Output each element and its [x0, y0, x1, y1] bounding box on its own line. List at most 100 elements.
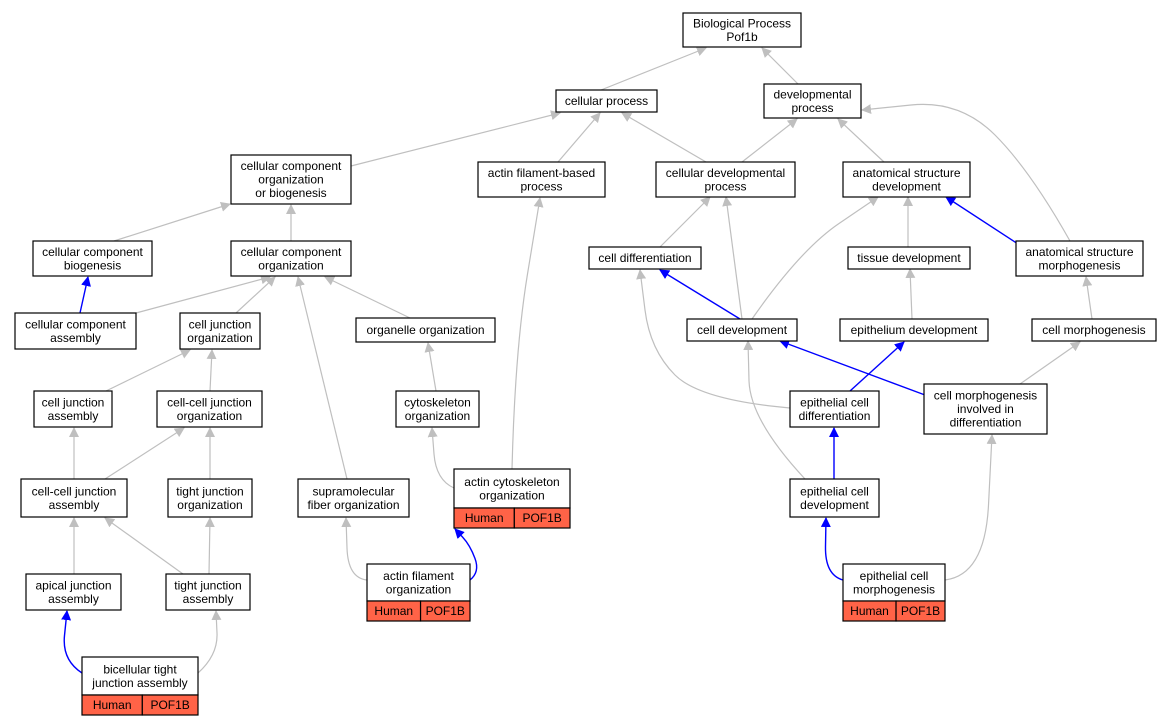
edge-ed-to-td: [905, 268, 916, 320]
annotation-gene-label: POF1B: [522, 511, 561, 525]
node-label-line: developmental: [773, 87, 851, 101]
node-box: [655, 161, 796, 198]
node-celldev[interactable]: cell development: [686, 318, 798, 342]
node-cm[interactable]: cell morphogenesis: [1031, 318, 1157, 342]
node-box: [297, 478, 410, 518]
node-label-line: cell morphogenesis: [934, 389, 1037, 403]
node-label-line: organization: [187, 331, 252, 345]
annotation-species-label: Human: [465, 511, 504, 525]
node-label-line: actin cytoskeleton: [464, 475, 559, 489]
edge-cdp-to-devp: [741, 118, 798, 163]
node-label-line: biogenesis: [64, 258, 121, 272]
node-ed[interactable]: epithelium development: [839, 318, 989, 342]
node-label-line: organization: [258, 258, 323, 272]
edge-asd-to-devp: [837, 118, 885, 163]
edge-btja-to-aja: [61, 610, 83, 674]
node-label-line: cellular component: [42, 245, 143, 259]
node-oo[interactable]: organelle organization: [355, 317, 496, 343]
edge-ecd-to-ed: [849, 341, 905, 392]
edge-aco-to-co: [427, 427, 455, 489]
node-box: [20, 478, 128, 518]
node-label-line: development: [872, 179, 941, 193]
node-label-line: fiber organization: [307, 498, 399, 512]
node-label-line: cell-cell junction: [32, 484, 117, 498]
annotation-species-label: Human: [850, 604, 889, 618]
node-label-line: epithelium development: [851, 323, 978, 337]
node-label-line: cellular component: [241, 245, 342, 259]
node-label-line: differentiation: [799, 409, 871, 423]
node-celldiff[interactable]: cell differentiation: [588, 246, 702, 270]
annotation-gene-label: POF1B: [426, 604, 465, 618]
edge-celldev-to-asd: [751, 196, 879, 320]
annotation-species-label: Human: [93, 698, 132, 712]
node-label-line: epithelial cell: [800, 484, 869, 498]
node-label-line: epithelial cell: [860, 569, 929, 583]
node-label-line: tight junction: [174, 578, 241, 592]
node-label-line: cell junction: [42, 395, 105, 409]
node-box: [682, 12, 802, 48]
edge-oo-to-cco: [324, 276, 411, 319]
edge-afo-to-sfo: [341, 517, 368, 581]
edge-btja-to-tja: [197, 610, 222, 674]
node-box: [395, 390, 480, 428]
node-box: [165, 573, 251, 611]
annotation-gene-cell: [513, 507, 571, 529]
edge-ccjo-to-cjo: [206, 349, 217, 392]
node-label-line: organization: [479, 488, 544, 502]
node-label-line: Pof1b: [726, 30, 758, 44]
node-label-line: organization: [177, 498, 242, 512]
node-label-line: junction assembly: [91, 676, 187, 690]
annotation-species-label: Human: [374, 604, 413, 618]
edge-ccob-to-cp: [350, 110, 561, 167]
node-label-line: cell morphogenesis: [1042, 323, 1145, 337]
edge-celldev-to-cdp: [722, 196, 743, 320]
node-label-line: assembly: [48, 409, 99, 423]
node-td[interactable]: tissue development: [847, 246, 971, 270]
edge-ecd-to-celldiff: [636, 269, 791, 409]
edge-cca-to-ccb: [79, 276, 91, 314]
edge-ccja-to-ccjo: [104, 427, 185, 480]
node-label-line: involved in: [957, 402, 1014, 416]
node-label-line: process: [791, 101, 833, 115]
node-box: [33, 390, 113, 428]
node-cp[interactable]: cellular process: [555, 89, 658, 113]
node-box: [366, 563, 471, 602]
node-box: [789, 390, 880, 428]
node-label-line: organization: [386, 582, 451, 596]
node-label-line: actin filament-based: [488, 166, 595, 180]
node-label-line: tissue development: [857, 251, 961, 265]
node-box: [1031, 318, 1157, 342]
annotation-gene-cell: [895, 600, 946, 622]
node-box: [81, 656, 199, 696]
edge-ecdev-to-celldev: [743, 340, 806, 480]
edge-celldev-to-celldiff: [659, 269, 741, 320]
edge-cmid-to-celldev: [779, 339, 926, 396]
